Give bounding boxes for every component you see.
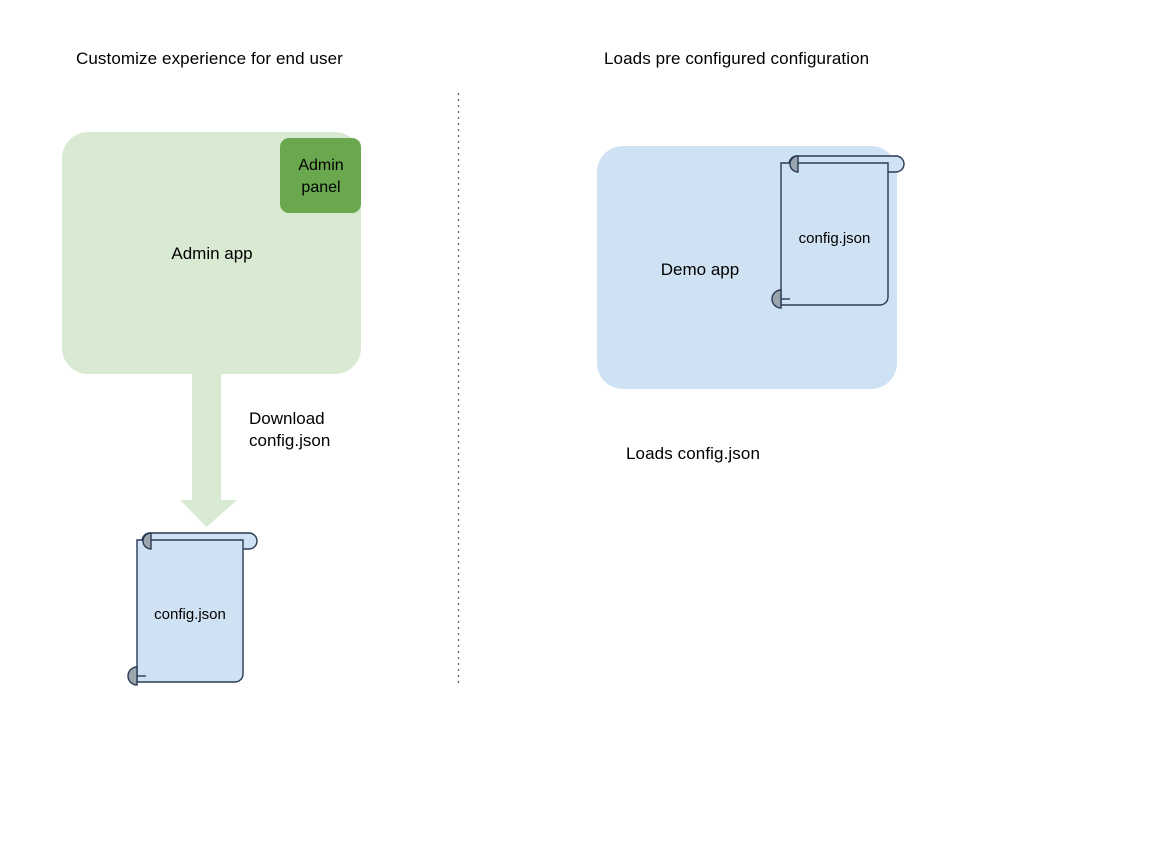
right-document-label: config.json — [798, 230, 871, 247]
document-bottom-curl — [771, 289, 782, 309]
left-column-title: Customize experience for end user — [76, 49, 343, 68]
admin-panel-label-line2: panel — [301, 179, 341, 196]
document-body — [780, 162, 889, 306]
download-arrow-label-line1: Download — [249, 409, 325, 428]
admin-app-label: Admin app — [171, 244, 253, 263]
download-arrow — [180, 360, 237, 527]
loads-config-caption: Loads config.json — [626, 444, 761, 463]
document-body — [136, 539, 244, 683]
right-column-title: Loads pre configured configuration — [604, 49, 870, 68]
admin-panel-box — [280, 138, 361, 213]
document-top-curl — [142, 532, 152, 550]
admin-panel-label-line1: Admin — [298, 157, 344, 174]
right-config-document — [771, 155, 905, 309]
left-config-document — [127, 532, 258, 686]
document-top-curl — [789, 155, 799, 173]
left-document-label: config.json — [154, 606, 226, 623]
download-arrow-label-line2: config.json — [249, 431, 331, 450]
demo-app-label: Demo app — [660, 260, 740, 279]
document-bottom-curl — [127, 666, 138, 686]
